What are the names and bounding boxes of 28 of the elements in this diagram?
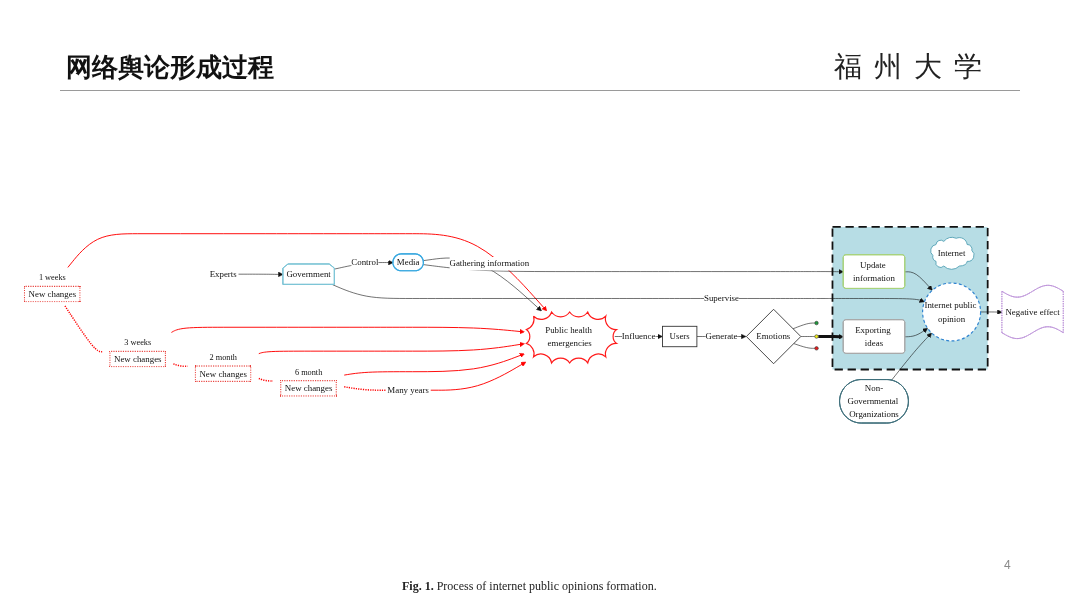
edge-label: Control (351, 257, 379, 267)
node-label: 1 weeks (38, 273, 66, 283)
node-text: Experts (209, 269, 237, 279)
node-label: 2 month (209, 353, 237, 362)
slide-title: 网络舆论形成过程 (66, 51, 274, 84)
page-number: 4 (1004, 558, 1011, 572)
node-text: Many years (387, 385, 429, 395)
edge-label: Gathering information (449, 258, 530, 269)
node-circle: Internet public opinion (922, 282, 982, 342)
figure-caption: Fig. 1. Process of internet public opinions formation. (402, 579, 657, 594)
edge-label: Supervise (703, 293, 739, 304)
connector (172, 363, 189, 368)
connector (343, 386, 387, 391)
node-circle (814, 334, 819, 339)
node-box: Users (662, 325, 698, 348)
node-box: New changes (194, 365, 252, 382)
header-text: 福州大学 (834, 50, 994, 84)
node-circle (814, 320, 819, 326)
node-diamond: Emotions (745, 308, 802, 365)
node-circle (814, 346, 819, 351)
node-box: New changes (23, 285, 81, 303)
node-label: 6 month (294, 367, 323, 377)
edge-label: Generate (705, 331, 738, 342)
connector (64, 305, 103, 353)
arrow (818, 334, 844, 340)
edge-label: Influence (621, 331, 656, 342)
node-label: 3 weeks (124, 338, 152, 348)
connector (258, 377, 274, 382)
